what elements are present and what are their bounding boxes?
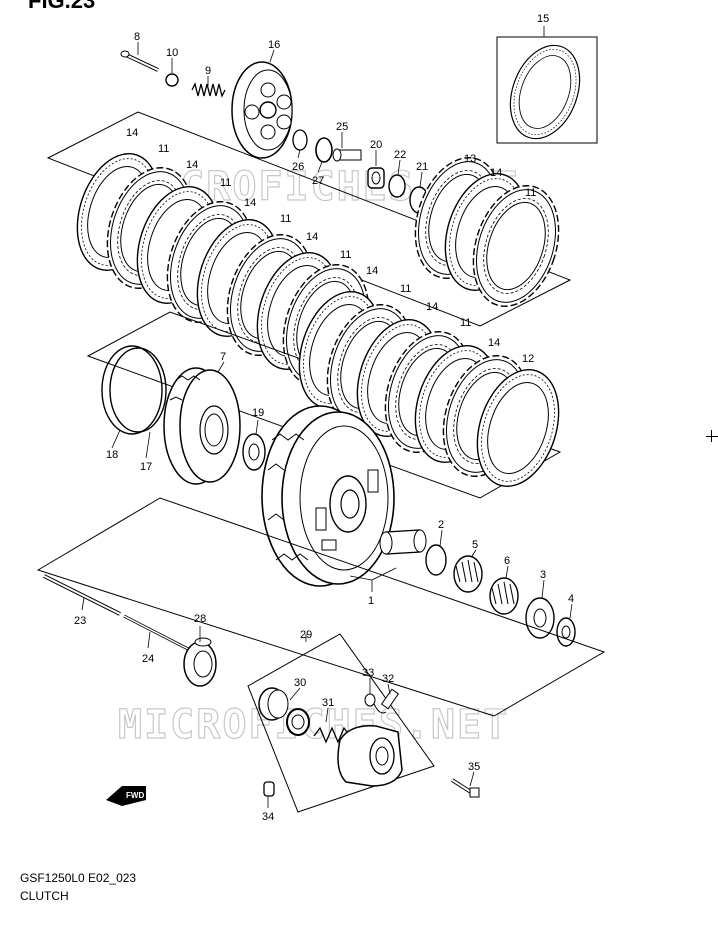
bearing-26 [292, 129, 308, 151]
push-rod-23 [43, 574, 121, 616]
label-4: 4 [568, 593, 574, 605]
slave-cylinder-box-29 [247, 633, 435, 813]
bearing-27 [315, 137, 333, 163]
spring-31 [313, 726, 351, 744]
label-13: 13 [464, 153, 476, 165]
needle-bearing-6 [489, 577, 519, 615]
label-10: 10 [166, 47, 178, 59]
sleeve-2 [379, 529, 427, 555]
washer-10 [165, 73, 179, 87]
label-12: 12 [522, 353, 534, 365]
label-35: 35 [468, 761, 480, 773]
label-5: 5 [472, 539, 478, 551]
spring-9 [191, 82, 226, 98]
push-rod-24 [123, 614, 191, 652]
push-piece-20 [367, 167, 385, 189]
washer-3-hole [533, 608, 547, 628]
label-26: 26 [292, 161, 304, 173]
dowel-34 [263, 781, 275, 797]
model-code: GSF1250L0 E02_023 [20, 871, 137, 885]
label-11-f: 11 [460, 317, 471, 329]
label-19: 19 [252, 407, 264, 419]
label-22: 22 [394, 149, 406, 161]
label-30: 30 [294, 677, 306, 689]
spring-washer-17-18 [101, 345, 167, 435]
figure-title: FIG.23 [28, 0, 96, 13]
clutch-hub-7 [163, 367, 241, 485]
push-piece-25 [332, 148, 362, 162]
spacer-2 [425, 544, 447, 576]
label-7: 7 [220, 351, 226, 363]
label-14-e: 14 [366, 265, 378, 277]
cap-33 [364, 693, 387, 714]
fwd-arrow-icon: FWD [106, 786, 146, 806]
label-34: 34 [262, 811, 274, 823]
label-21: 21 [416, 161, 428, 173]
label-11-d: 11 [340, 249, 351, 261]
label-2: 2 [438, 519, 444, 531]
seal-30b [286, 708, 310, 736]
label-20: 20 [370, 139, 382, 151]
label-9: 9 [205, 65, 211, 77]
shaft-outline [36, 497, 606, 717]
label-33: 33 [362, 667, 374, 679]
label-14-b: 14 [186, 159, 198, 171]
label-14-f: 14 [426, 301, 438, 313]
label-17: 17 [140, 461, 152, 473]
label-24: 24 [142, 653, 154, 665]
section-name: CLUTCH [20, 889, 69, 903]
page-edge-tick-vertical [711, 430, 712, 442]
label-3: 3 [540, 569, 546, 581]
pressure-plate-16 [231, 61, 293, 159]
washer-19-hole [248, 443, 260, 461]
cylinder-body [337, 725, 403, 787]
washer-4-hole [561, 625, 571, 639]
needle-bearing-5 [453, 555, 483, 593]
label-14-g: 14 [488, 337, 500, 349]
label-11-e: 11 [400, 283, 411, 295]
label-11-b: 11 [220, 177, 231, 189]
clutch-housing-1 [261, 405, 395, 587]
bolt-8 [120, 50, 159, 72]
part-number-labels: 8 10 9 16 15 25 20 22 21 26 27 13 14 11 … [74, 13, 574, 823]
label-11-r1: 11 [525, 187, 536, 199]
label-14-c: 14 [244, 197, 256, 209]
label-28: 28 [194, 613, 206, 625]
label-32: 32 [382, 673, 394, 685]
label-31: 31 [322, 697, 334, 709]
label-18: 18 [106, 449, 118, 461]
fwd-label: FWD [126, 791, 144, 800]
label-14-a: 14 [126, 127, 138, 139]
label-25: 25 [336, 121, 348, 133]
label-6: 6 [504, 555, 510, 567]
label-27: 27 [312, 175, 324, 187]
label-14-r1: 14 [490, 167, 502, 179]
page-edge-tick [706, 436, 718, 437]
washer-22 [388, 174, 406, 198]
label-23: 23 [74, 615, 86, 627]
label-14-d: 14 [306, 231, 318, 243]
label-29: 29 [300, 629, 312, 641]
oil-seal-28 [183, 637, 217, 687]
piston-30 [258, 687, 289, 721]
watermark-text-lower: MICROFICHES.NET [118, 702, 509, 748]
bolt-35 [450, 778, 480, 798]
label-11-a: 11 [158, 143, 169, 155]
label-1: 1 [368, 595, 374, 607]
leader-lines [81, 26, 573, 808]
label-11-c: 11 [280, 213, 291, 225]
label-8: 8 [134, 31, 140, 43]
label-16: 16 [268, 39, 280, 51]
bleeder-32 [380, 688, 400, 710]
label-15: 15 [537, 13, 549, 25]
